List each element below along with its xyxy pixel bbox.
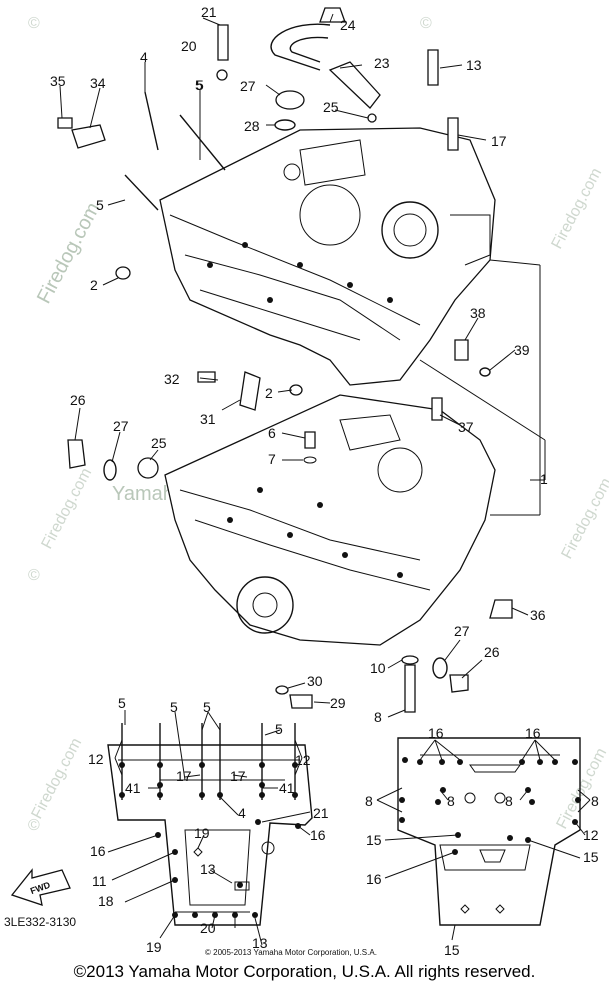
fwd-arrow-icon (10, 868, 71, 906)
part-label: 34 (90, 75, 106, 91)
part-label: 5 (275, 721, 283, 737)
part-label: 15 (583, 849, 599, 865)
part-number-labels: 1 2 2 4 5 5 6 7 8 10 5 21 20 24 23 13 17… (4, 4, 599, 958)
part-label: 25 (323, 99, 339, 115)
part-label: 24 (340, 17, 356, 33)
part-label: 6 (268, 425, 276, 441)
bottom-view-right (376, 737, 591, 941)
small-copyright-notice: © 2005-2013 Yamaha Motor Corporation, U.… (205, 948, 377, 957)
copyright-footer: ©2013 Yamaha Motor Corporation, U.S.A. A… (73, 962, 536, 981)
part-label: 2 (90, 277, 98, 293)
part-label: 16 (366, 871, 382, 887)
part-label: 12 (583, 827, 599, 843)
watermark-copyright-symbol: © (28, 817, 40, 834)
part-label: 8 (591, 793, 599, 809)
part-label: 19 (146, 939, 162, 955)
part-label: 18 (98, 893, 114, 909)
watermark-copyright-symbol: © (28, 567, 40, 584)
part-label: 17 (491, 133, 507, 149)
part-label: 27 (113, 418, 129, 434)
part-label: 1 (540, 471, 548, 487)
part-label: 13 (200, 861, 216, 877)
part-label: 5 (203, 699, 211, 715)
part-label: 5 (96, 197, 104, 213)
part-label: 16 (310, 827, 326, 843)
part-label: 29 (330, 695, 346, 711)
part-label: 11 (92, 873, 107, 889)
part-label: 5 (118, 695, 126, 711)
part-label: 41 (279, 780, 295, 796)
part-label: 20 (181, 38, 197, 54)
part-label: 8 (505, 793, 513, 809)
part-label: 39 (514, 342, 530, 358)
part-label: 8 (374, 709, 382, 725)
part-label: 32 (164, 371, 180, 387)
part-label: 31 (200, 411, 216, 427)
part-label: 4 (140, 49, 148, 65)
part-label: 8 (447, 793, 455, 809)
part-label: 28 (244, 118, 260, 134)
lower-crankcase (164, 394, 496, 646)
part-label: 30 (307, 673, 323, 689)
part-label: 2 (265, 385, 273, 401)
part-label: 26 (70, 392, 86, 408)
watermark-site-right-2: Firedog.com (559, 475, 609, 561)
part-label: 8 (365, 793, 373, 809)
part-label: 5 (195, 77, 203, 93)
part-label: 5 (170, 699, 178, 715)
watermark-copyright-symbol: © (28, 15, 40, 32)
part-label: 38 (470, 305, 486, 321)
part-label: 27 (240, 78, 256, 94)
part-label: 16 (90, 843, 106, 859)
part-label: 16 (428, 725, 444, 741)
part-label: 4 (238, 805, 246, 821)
part-label: 23 (374, 55, 390, 71)
part-label: 10 (370, 660, 386, 676)
part-label: 21 (313, 805, 329, 821)
watermark-site-right: Firedog.com (549, 165, 606, 251)
part-label: 17 (230, 768, 246, 784)
part-label: 5 (196, 77, 204, 93)
part-label: 15 (444, 942, 460, 958)
part-label: 36 (530, 607, 546, 623)
part-label: 35 (50, 73, 66, 89)
part-label: 37 (458, 419, 474, 435)
part-label: 12 (295, 752, 311, 768)
left-view-bolt-dots (119, 762, 301, 918)
part-label: 13 (252, 935, 268, 951)
part-label: 19 (194, 825, 210, 841)
watermark-copyright-symbol: © (420, 15, 432, 32)
small-parts (57, 7, 513, 713)
part-label: 15 (366, 832, 382, 848)
part-label: 7 (268, 451, 276, 467)
watermark-site-right-3: Firedog.com (554, 745, 609, 831)
part-label: 26 (484, 644, 500, 660)
part-label: 27 (454, 623, 470, 639)
watermark-site-left: Firedog.com (39, 465, 96, 551)
part-label: 12 (88, 751, 104, 767)
part-label: 16 (525, 725, 541, 741)
part-label: 20 (200, 920, 216, 936)
bottom-view-left (10, 710, 313, 946)
part-label: 25 (151, 435, 167, 451)
leader-lines (59, 13, 546, 718)
part-label: 17 (176, 768, 192, 784)
diagram-code: 3LE332-3130 (4, 915, 76, 929)
watermark-site-left-2: Firedog.com (29, 735, 86, 821)
upper-crankcase (159, 127, 496, 386)
part-label: 13 (466, 57, 482, 73)
part-label: 21 (201, 4, 217, 20)
part-label: 41 (125, 780, 141, 796)
